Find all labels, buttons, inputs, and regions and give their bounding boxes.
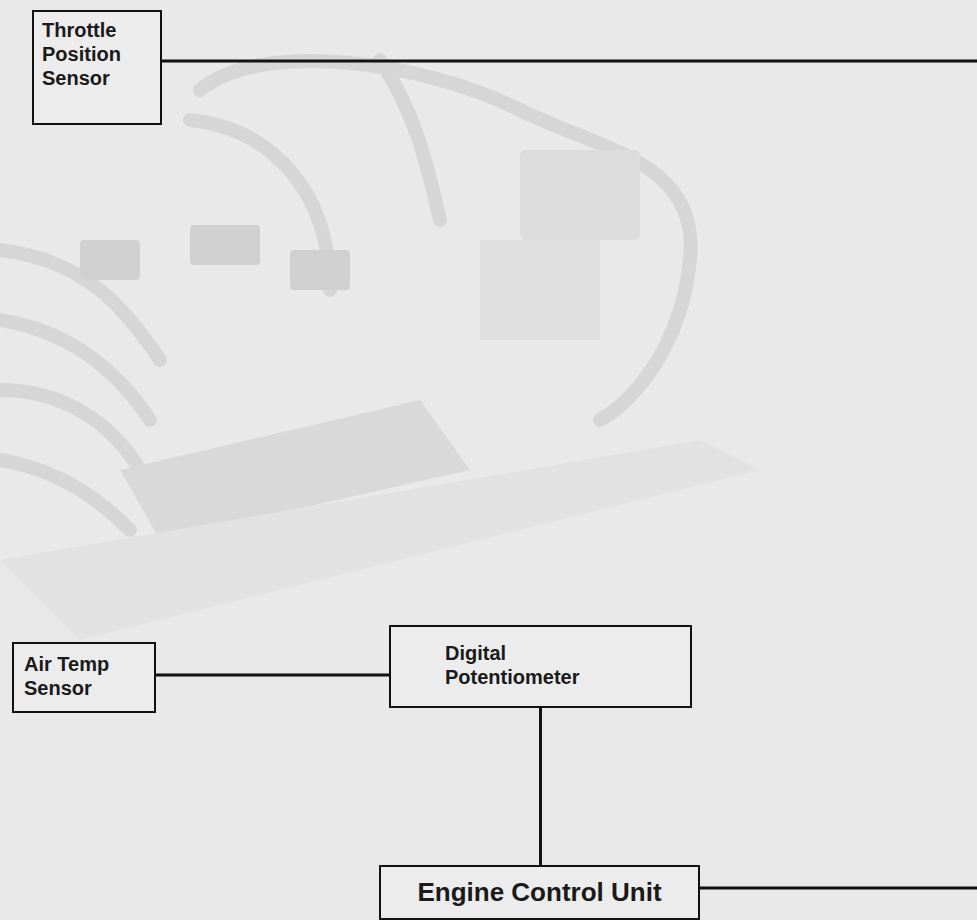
sensor-box: Digital Potentiometer — [389, 625, 692, 708]
sensor-box: Engine Control Unit — [379, 865, 700, 920]
connector-line — [540, 708, 541, 865]
circuit-board — [0, 440, 760, 640]
signal-wire — [700, 887, 977, 890]
node-label: Air Temp Sensor — [24, 652, 144, 700]
header-pins — [80, 225, 350, 290]
node-label: Engine Control Unit — [391, 877, 688, 908]
connector-line — [156, 675, 389, 676]
connector-housing — [480, 240, 600, 340]
node-label: Throttle Position Sensor — [42, 18, 152, 90]
sensor-box: Air Temp Sensor — [12, 642, 156, 713]
connector-block — [520, 150, 640, 240]
node-label: Digital Potentiometer — [445, 641, 605, 689]
sensor-box: Throttle Position Sensor — [32, 10, 162, 125]
signal-wire — [162, 60, 977, 63]
